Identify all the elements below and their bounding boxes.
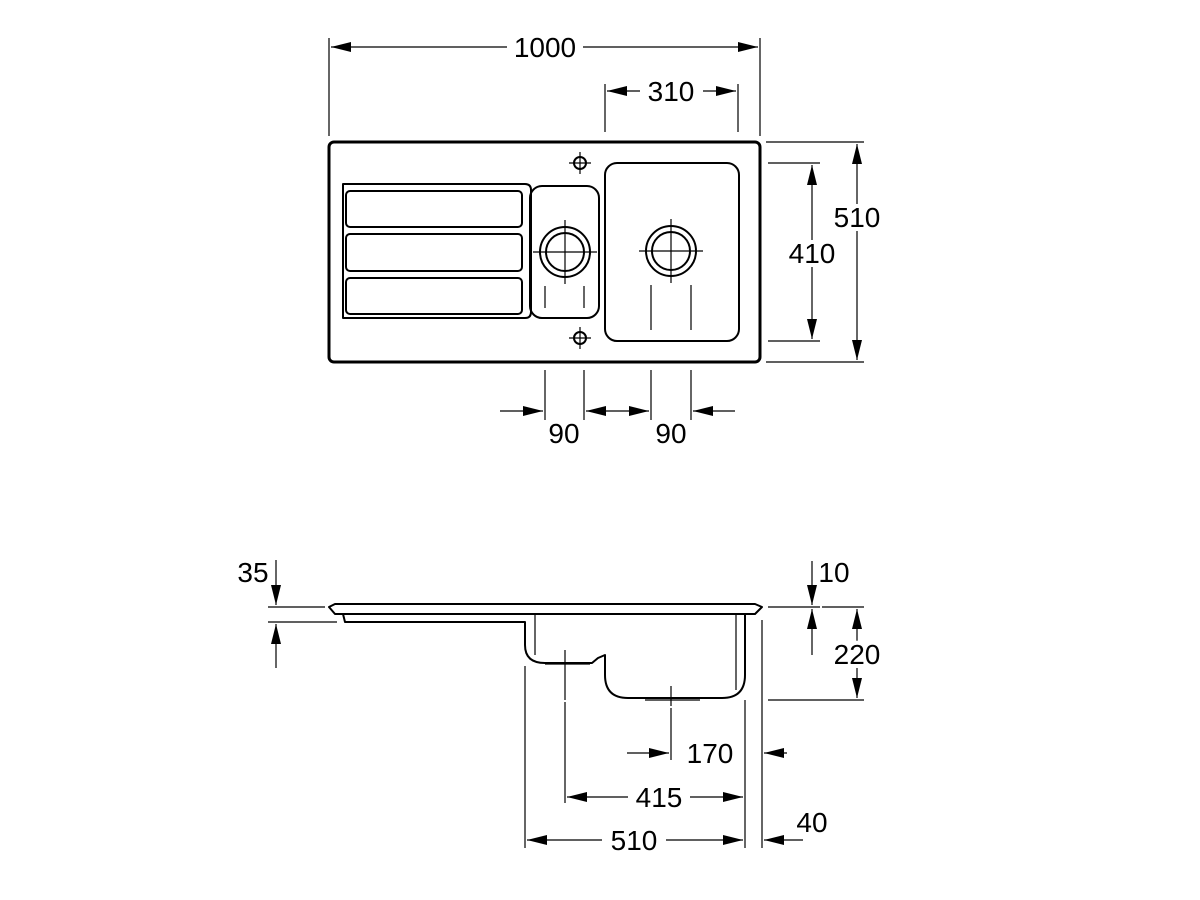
dimension-rim-height: 35 <box>237 557 337 668</box>
label-bowl-height: 220 <box>834 639 881 670</box>
drainer-grooves <box>342 183 532 319</box>
label-bowl-width: 510 <box>611 825 658 856</box>
label-overall-width: 1000 <box>514 32 576 63</box>
dimension-edge-offset: 170 <box>627 738 787 769</box>
overflow-hole-icon <box>569 327 591 349</box>
label-lip-height: 10 <box>818 557 849 588</box>
label-bowl-reach: 415 <box>636 782 683 813</box>
small-bowl <box>529 185 600 319</box>
dimension-bowl-width: 510 <box>527 825 743 856</box>
label-bowl-spacing: 310 <box>648 76 695 107</box>
dimension-overall-depth: 510 <box>766 141 884 363</box>
label-left-waste-offset: 90 <box>548 418 579 449</box>
dimension-bowl-spacing: 310 <box>604 76 739 132</box>
label-rim-height: 35 <box>237 557 268 588</box>
label-bowl-depth: 410 <box>789 238 836 269</box>
label-end-margin: 40 <box>796 807 827 838</box>
dimension-overall-width: 1000 <box>328 32 761 136</box>
label-overall-depth: 510 <box>834 202 881 233</box>
label-right-waste-offset: 90 <box>655 418 686 449</box>
dimension-bowl-reach: 415 <box>567 782 743 813</box>
dimension-waste-offsets: 90 90 <box>500 370 735 449</box>
top-view: 1000 310 510 410 <box>327 32 884 449</box>
main-bowl-waste-icon <box>639 219 703 330</box>
sink-profile <box>328 603 763 699</box>
dimension-bowl-depth: 410 <box>768 162 839 342</box>
side-view: 35 10 220 170 <box>237 557 884 856</box>
dimension-end-margin: 40 <box>764 807 828 845</box>
main-bowl <box>604 162 740 342</box>
label-edge-offset: 170 <box>687 738 734 769</box>
small-bowl-waste-icon <box>533 220 597 308</box>
dimension-bowl-height: 220 <box>768 606 884 701</box>
dimension-lip-height: 10 <box>768 557 850 655</box>
tap-hole-icon <box>569 152 591 174</box>
waste-centerlines <box>545 650 700 706</box>
sink-outline <box>327 140 762 364</box>
